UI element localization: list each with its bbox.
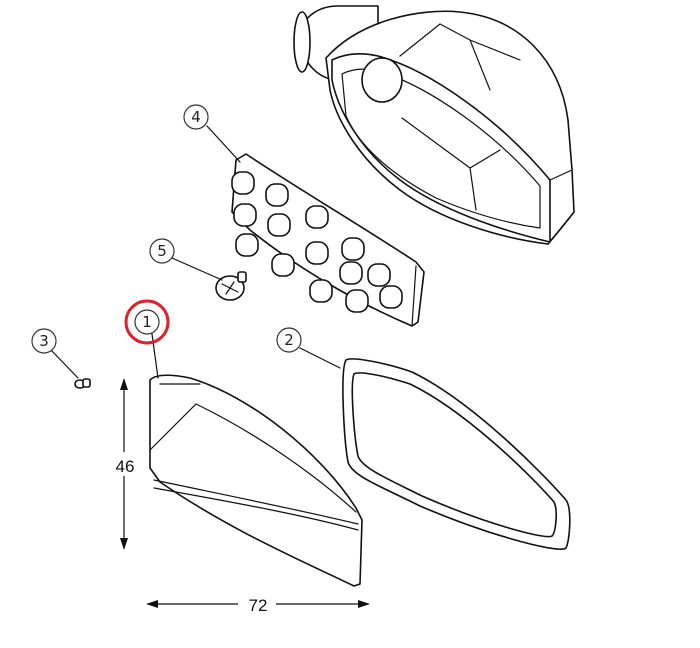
gasket	[342, 358, 571, 550]
height-label: 46	[116, 457, 135, 476]
callout-1-number: 1	[142, 313, 152, 331]
lens-cover	[149, 374, 363, 587]
small-screw	[74, 378, 91, 389]
callout-4: 4	[183, 104, 241, 163]
lamp-housing	[293, 5, 575, 245]
callout-3-number: 3	[39, 332, 49, 350]
width-label: 72	[249, 596, 268, 615]
dimension-height: 46	[108, 378, 142, 550]
led-array	[231, 171, 403, 313]
dimension-width: 72	[146, 594, 370, 615]
callout-4-number: 4	[191, 108, 201, 126]
callout-3: 3	[31, 328, 79, 379]
callout-2: 2	[276, 327, 341, 369]
callout-2-number: 2	[284, 331, 294, 349]
highlight-ring	[124, 299, 170, 345]
callout-5-number: 5	[157, 242, 167, 260]
phillips-screw	[215, 271, 247, 301]
led-board	[231, 153, 425, 327]
callout-1: 1	[124, 299, 170, 379]
callout-5: 5	[149, 238, 223, 281]
